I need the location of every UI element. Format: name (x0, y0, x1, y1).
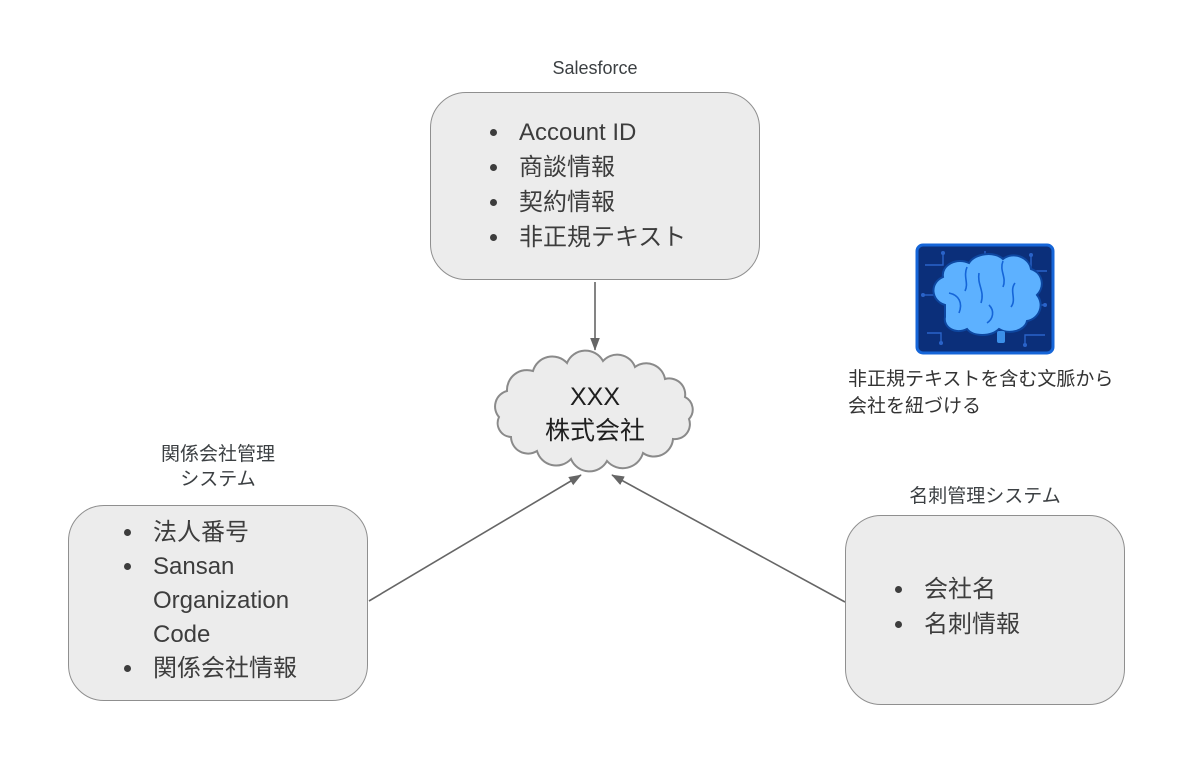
cloud-text-line2: 株式会社 (545, 417, 645, 445)
annotation-caption: 非正規テキストを含む文脈から 会社を紐づける (848, 366, 1148, 420)
brain-folds (948, 260, 1016, 324)
annotation-line2: 会社を紐づける (848, 396, 982, 417)
salesforce-box: Account ID 商談情報 契約情報 非正規テキスト (430, 92, 760, 280)
affiliate-label-line1: 関係会社管理 (160, 444, 275, 465)
cloud-text-line1: XXX (570, 383, 620, 411)
company-cloud: XXX 株式会社 (480, 348, 710, 476)
card-item-list: 会社名 名刺情報 (846, 516, 1124, 642)
cloud-shape: XXX 株式会社 (494, 349, 694, 473)
card-system-label: 名刺管理システム (909, 486, 1061, 507)
cloud-outline (494, 349, 694, 473)
list-item: Sansan Organization Code (145, 550, 343, 652)
brain-shape (932, 253, 1043, 336)
brain-circuit-icon (915, 243, 1055, 355)
salesforce-label: Salesforce (552, 58, 638, 78)
list-item: 契約情報 (511, 185, 739, 220)
affiliate-system-box: 法人番号 Sansan Organization Code 関係会社情報 (68, 505, 368, 701)
list-item: 名刺情報 (916, 607, 1108, 642)
annotation-line1: 非正規テキストを含む文脈から (848, 369, 1114, 390)
card-system-box: 会社名 名刺情報 (845, 515, 1125, 705)
affiliate-system-label: 関係会社管理 システム (68, 442, 368, 492)
arrow-card-to-cloud (611, 474, 846, 603)
brain-circuit-svg (915, 243, 1055, 355)
affiliate-label-line2: システム (180, 469, 256, 490)
salesforce-item-list: Account ID 商談情報 契約情報 非正規テキスト (431, 93, 759, 255)
list-item: 関係会社情報 (145, 652, 343, 686)
list-item: 法人番号 (145, 516, 343, 550)
affiliate-item-list: 法人番号 Sansan Organization Code 関係会社情報 (69, 506, 367, 686)
circuit-nodes (921, 251, 1047, 347)
arrow-affiliate-to-cloud (368, 474, 582, 602)
list-item: 非正規テキスト (511, 220, 739, 255)
brain-stem (997, 331, 1005, 343)
list-item: 商談情報 (511, 150, 739, 185)
list-item: Account ID (511, 115, 739, 150)
list-item: 会社名 (916, 572, 1108, 607)
